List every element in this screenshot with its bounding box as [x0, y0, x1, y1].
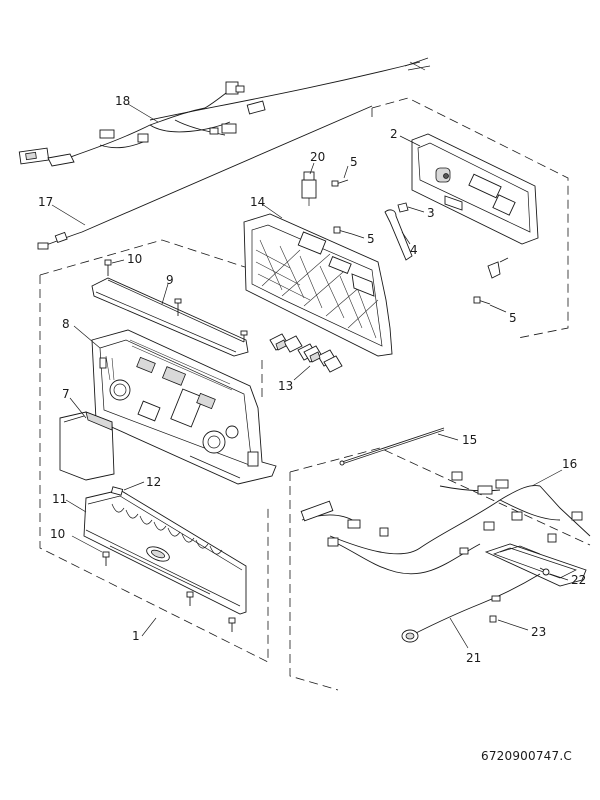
label-part-10a: 10 — [127, 252, 142, 266]
leader-20 — [309, 162, 315, 175]
leader-17 — [51, 204, 86, 226]
leader-10b — [71, 535, 103, 553]
leader-16 — [531, 469, 563, 487]
label-part-11: 11 — [52, 492, 67, 506]
leader-4 — [401, 231, 411, 245]
rod-15 — [339, 427, 445, 466]
label-part-9: 9 — [166, 273, 174, 287]
leader-8 — [73, 325, 101, 349]
leader-21 — [449, 617, 469, 649]
leader-5c — [489, 304, 507, 313]
group-outline-left — [39, 239, 301, 663]
screw-5-right — [473, 296, 491, 305]
label-part-2: 2 — [390, 127, 398, 141]
label-part-5a: 5 — [350, 155, 358, 169]
leader-15 — [437, 433, 459, 441]
label-part-4: 4 — [410, 243, 418, 257]
leader-9 — [161, 283, 169, 305]
label-part-18: 18 — [115, 94, 130, 108]
label-part-12: 12 — [146, 475, 161, 489]
control-panel-8 — [91, 329, 277, 485]
label-part-17: 17 — [38, 195, 53, 209]
wiring-harness-top — [18, 57, 431, 167]
clip-12 — [110, 486, 124, 496]
label-part-5b: 5 — [367, 232, 375, 246]
label-part-21: 21 — [466, 651, 481, 665]
leader-2 — [399, 135, 421, 147]
label-part-16: 16 — [562, 457, 577, 471]
front-fascia-11 — [83, 489, 247, 615]
switch-20 — [301, 171, 317, 206]
cover-door-7 — [59, 411, 115, 481]
clip-3 — [397, 202, 409, 213]
leader-14 — [261, 203, 283, 219]
leader-18 — [127, 103, 159, 123]
part-22 — [539, 567, 550, 576]
sensor-cable-21 — [401, 573, 541, 643]
leader-12 — [123, 481, 145, 491]
label-part-7: 7 — [62, 387, 70, 401]
leader-10a — [111, 259, 125, 264]
label-part-15: 15 — [462, 433, 477, 447]
screw-small-9 — [174, 298, 248, 342]
group-outline-bottom-right — [289, 447, 591, 691]
label-part-20: 20 — [310, 150, 325, 164]
label-part-3: 3 — [427, 206, 435, 220]
leader-13 — [293, 365, 311, 381]
label-part-5c: 5 — [509, 311, 517, 325]
leader-11 — [65, 499, 87, 513]
knobs-13 — [269, 333, 343, 373]
leader-5b — [351, 233, 365, 239]
leader-7 — [69, 397, 87, 419]
label-part-1: 1 — [132, 629, 140, 643]
label-part-8: 8 — [62, 317, 70, 331]
cable-17 — [37, 105, 373, 250]
screw-5-top — [331, 179, 349, 187]
trim-bar-9 — [91, 277, 249, 357]
rear-plate-2 — [411, 133, 539, 245]
label-part-22: 22 — [571, 573, 586, 587]
bracket-right — [487, 257, 509, 279]
wiring-harness-bottom — [300, 471, 591, 587]
label-part-14: 14 — [250, 195, 265, 209]
group-outline-top-right — [371, 97, 569, 339]
screw-5-mid — [333, 226, 353, 235]
part-23 — [489, 615, 497, 623]
screw-10-top — [104, 259, 112, 276]
label-part-10b: 10 — [50, 527, 65, 541]
frame-14 — [243, 213, 393, 357]
drawing-reference-code: 6720900747.C — [481, 749, 572, 763]
cable-clip-4 — [384, 209, 413, 261]
leader-22 — [549, 573, 569, 581]
screws-fascia-bottom — [186, 591, 236, 632]
leader-3 — [407, 206, 425, 213]
label-part-13: 13 — [278, 379, 293, 393]
leader-1 — [141, 617, 157, 637]
label-part-23: 23 — [531, 625, 546, 639]
screw-10-bottom — [102, 551, 110, 566]
leader-5a — [343, 165, 349, 179]
leader-23 — [497, 619, 529, 631]
